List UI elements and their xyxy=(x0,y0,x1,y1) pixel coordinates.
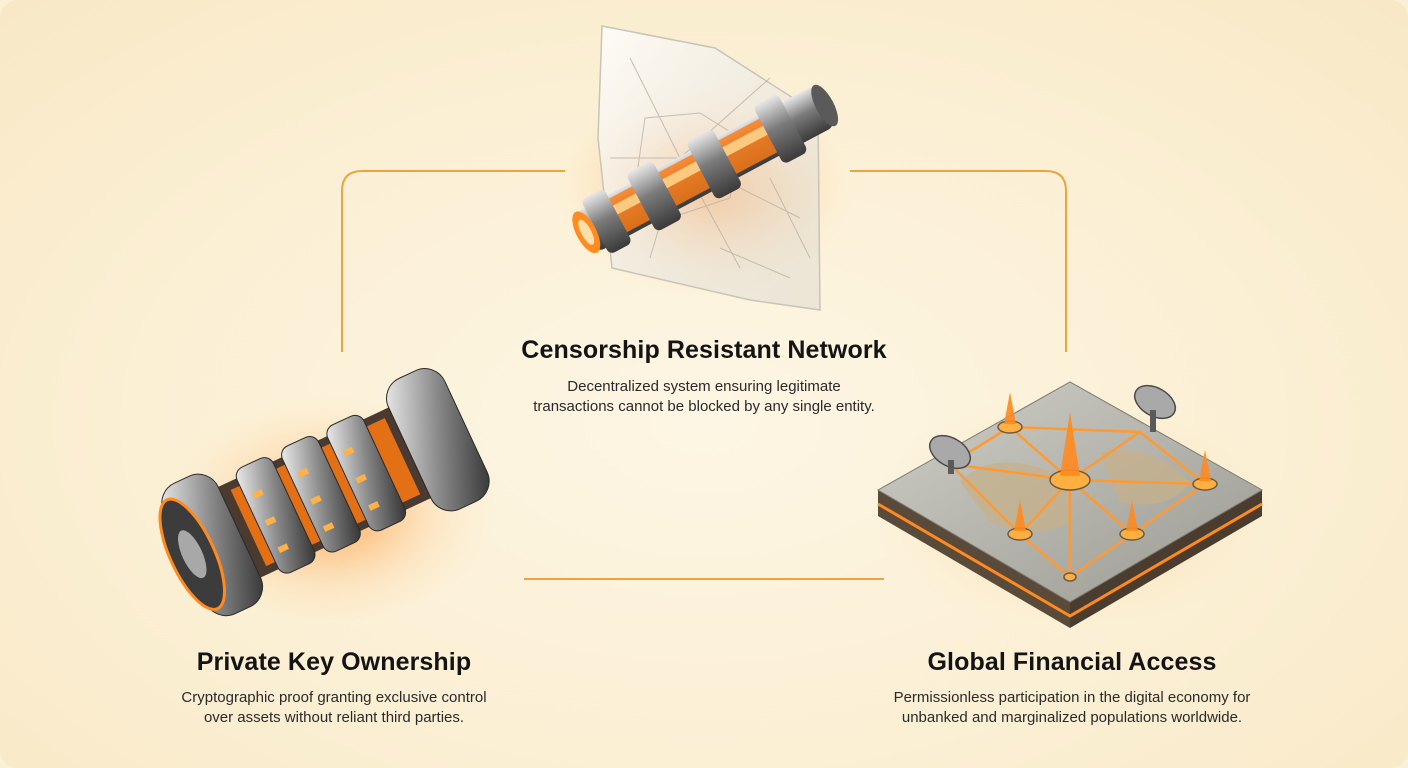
censorship-desc-line-1: Decentralized system ensuring legitimate xyxy=(567,378,841,395)
glass-pipe-icon xyxy=(555,25,855,311)
global-access-desc-line-2: unbanked and marginalized populations wo… xyxy=(901,709,1243,726)
global-access-desc-line-1: Permissionless participation in the digi… xyxy=(893,689,1251,706)
network-map-icon xyxy=(870,381,1270,632)
global-access-description: Permissionless participation in the digi… xyxy=(802,688,1342,728)
private-key-desc-line-2: over assets without reliant third partie… xyxy=(203,709,465,726)
private-key-desc-line-1: Cryptographic proof granting exclusive c… xyxy=(181,689,487,706)
censorship-desc-line-2: transactions cannot be blocked by any si… xyxy=(533,398,875,415)
private-key-title: Private Key Ownership xyxy=(196,648,472,676)
censorship-title: Censorship Resistant Network xyxy=(521,336,887,364)
connector-left xyxy=(341,170,565,352)
global-access-title: Global Financial Access xyxy=(927,648,1217,676)
censorship-description: Decentralized system ensuring legitimate… xyxy=(454,377,954,417)
private-key-description: Cryptographic proof granting exclusive c… xyxy=(84,688,584,728)
connector-right xyxy=(850,170,1067,352)
cryptex-lock-icon xyxy=(158,368,500,620)
